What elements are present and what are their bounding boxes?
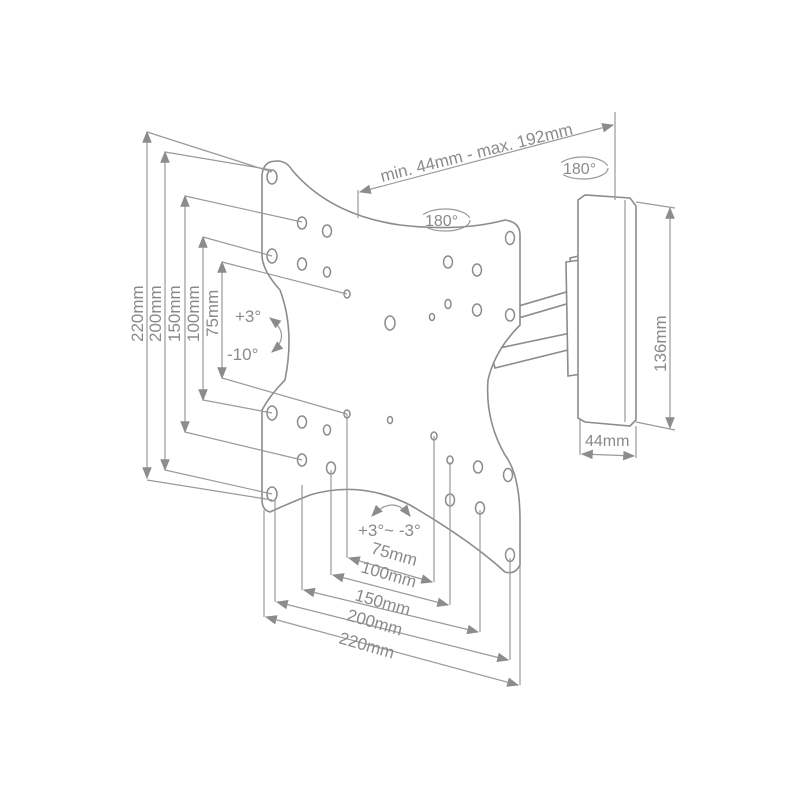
horizontal-dimensions: [263, 414, 521, 687]
rotation-label: +3°~ -3°: [358, 521, 421, 540]
wall-plate-width-label: 44mm: [585, 433, 629, 450]
rotation-indicator: +3°~ -3°: [358, 504, 421, 540]
vertical-label-100: 100mm: [184, 285, 203, 342]
vertical-label-150: 150mm: [165, 285, 184, 342]
swivel-arm-label: 180°: [425, 213, 458, 230]
vertical-dimensions: [142, 130, 348, 501]
swivel-wall-indicator: 180°: [557, 156, 609, 180]
vertical-label-200: 200mm: [146, 285, 165, 342]
mounting-holes: [266, 169, 516, 563]
vesa-plate: [261, 160, 521, 574]
tilt-up-label: +3°: [235, 307, 261, 326]
vertical-label-75: 75mm: [203, 290, 222, 337]
swivel-arm-indicator: 180°: [419, 208, 471, 232]
wall-plate-dimensions: 136mm 44mm: [579, 201, 676, 461]
swivel-wall-label: 180°: [563, 161, 596, 178]
wall-plate: [577, 194, 637, 427]
tilt-indicator: +3° -10°: [227, 307, 284, 364]
vertical-label-220: 220mm: [128, 285, 147, 342]
wall-plate-height-label: 136mm: [651, 315, 670, 372]
tilt-down-label: -10°: [227, 345, 258, 364]
depth-label: min. 44mm - max. 192mm: [378, 120, 574, 186]
